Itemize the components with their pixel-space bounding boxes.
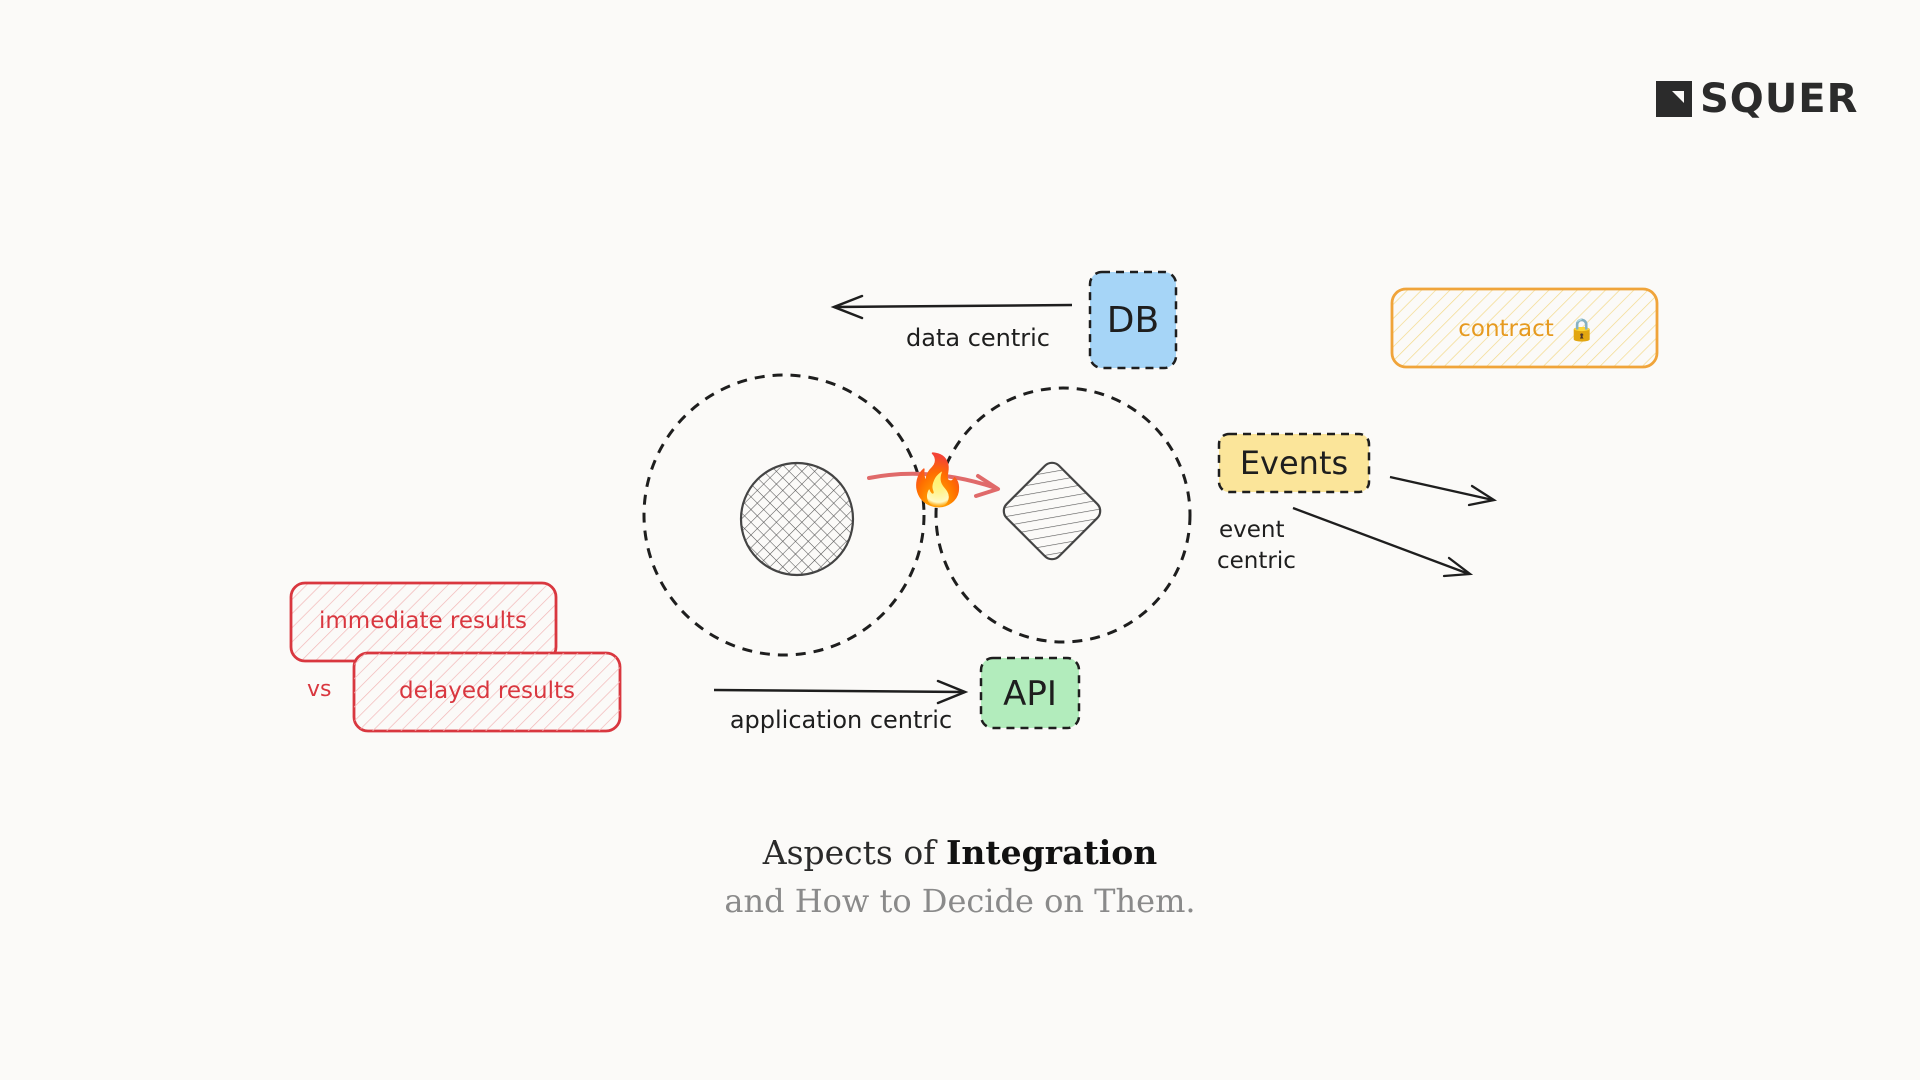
data-centric-arrow xyxy=(833,303,1073,309)
left-dashed-circle xyxy=(642,373,926,657)
event-centric-label-line2: centric xyxy=(1217,548,1296,574)
event-arrow-upper-head xyxy=(1467,484,1498,507)
events-box xyxy=(1217,432,1371,494)
caption-title-prefix: Aspects of xyxy=(762,833,946,872)
fire-icon: 🔥 xyxy=(907,451,969,509)
brand-logo: SQUER xyxy=(1656,76,1858,122)
brand-name: SQUER xyxy=(1700,76,1859,122)
caption-title-bold: Integration xyxy=(945,833,1158,872)
application-centric-arrow xyxy=(713,688,966,694)
event-arrow-upper xyxy=(1389,475,1494,502)
red-arrowhead xyxy=(974,474,1000,498)
caption-subtitle: and How to Decide on Them. xyxy=(724,882,1196,920)
squer-logo-icon xyxy=(1656,81,1692,117)
event-arrow-lower-head xyxy=(1442,556,1474,578)
api-label: API xyxy=(1003,674,1057,714)
immediate-results-label: immediate results xyxy=(319,608,527,634)
crosshatched-circle xyxy=(739,461,855,577)
api-box xyxy=(979,656,1081,730)
delayed-results-hatch xyxy=(354,653,620,731)
data-centric-label: data centric xyxy=(906,324,1050,352)
contract-box xyxy=(1390,287,1659,369)
contract-label: contract xyxy=(1458,316,1554,342)
right-dashed-circle xyxy=(934,386,1192,644)
red-arrow xyxy=(867,471,998,490)
data-centric-arrowhead xyxy=(830,294,864,320)
db-label: DB xyxy=(1107,300,1159,341)
vs-label: vs xyxy=(307,677,331,702)
db-box xyxy=(1088,270,1178,370)
event-centric-label-line1: event xyxy=(1219,517,1285,543)
events-label: Events xyxy=(1240,444,1348,482)
application-centric-label: application centric xyxy=(730,706,952,734)
event-arrow-lower xyxy=(1292,506,1470,576)
application-centric-arrowhead xyxy=(936,679,969,705)
lock-icon: 🔒 xyxy=(1568,318,1595,343)
delayed-results-label: delayed results xyxy=(399,678,575,704)
hatched-diamond xyxy=(1002,461,1102,561)
caption-title: Aspects of Integration xyxy=(560,833,1360,872)
